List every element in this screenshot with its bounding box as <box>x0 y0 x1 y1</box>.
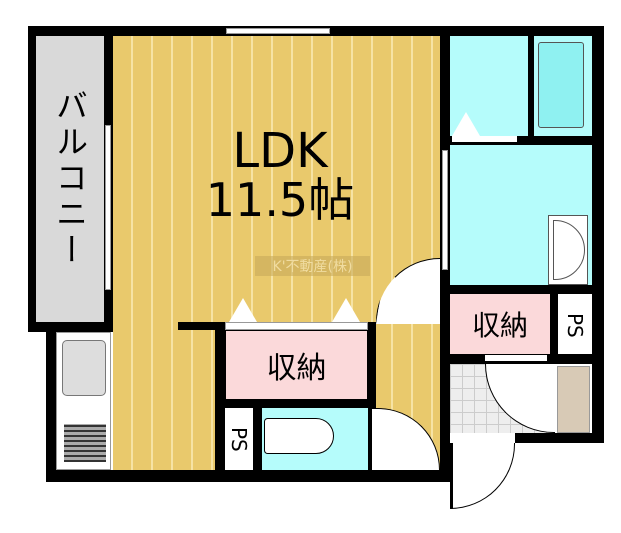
door-arrow-icon <box>452 112 480 136</box>
ps-right: PS <box>558 294 592 356</box>
wall-storage-right <box>368 322 376 472</box>
bathtub-icon <box>538 42 584 128</box>
storage-right-label: 収納 <box>471 309 528 342</box>
wall-storage-top <box>178 322 218 330</box>
ps-center: PS <box>225 408 253 470</box>
kitchen-sink-icon <box>62 340 106 396</box>
ldk-label: LDK 11.5帖 <box>190 110 370 240</box>
ps-right-label: PS <box>563 312 587 338</box>
wall-storage-left <box>215 322 225 472</box>
wall-bath-bottom <box>450 136 592 145</box>
balcony-label: バルコニー <box>51 89 89 269</box>
bath-door <box>452 136 517 142</box>
wall-right <box>592 26 604 441</box>
wall-bath-divider <box>528 36 534 136</box>
wall-ps <box>253 408 262 470</box>
ldk-name: LDK <box>232 122 328 179</box>
window-balcony <box>105 125 111 290</box>
entrance-door <box>450 443 515 509</box>
window-top <box>226 28 330 34</box>
balcony: バルコニー <box>36 36 104 322</box>
wall-kitchen-left <box>46 322 56 482</box>
door-arrow-icon <box>229 298 257 322</box>
storage-center: 収納 <box>225 330 368 400</box>
wall-ps-right <box>550 294 558 364</box>
ldk-size: 11.5帖 <box>205 173 355 228</box>
wall-balcony-left <box>28 26 36 331</box>
storage-doors <box>225 322 368 330</box>
wall-wash-bottom <box>450 285 592 294</box>
storage-center-label: 収納 <box>266 351 327 386</box>
shoe-box <box>557 366 590 433</box>
toilet-icon <box>264 418 334 454</box>
storage-right: 収納 <box>450 294 550 354</box>
ps-center-label: PS <box>227 426 251 452</box>
wall-bottom <box>46 470 446 482</box>
watermark: K'不動産(株) <box>255 256 370 276</box>
wall-genkan-bottom <box>515 433 604 443</box>
wall-balcony-bottom <box>28 322 113 332</box>
stove-icon <box>64 424 106 462</box>
storage-right-door <box>485 355 547 361</box>
washroom-door <box>442 150 448 270</box>
wall-storage-bottom <box>215 400 375 408</box>
door-arrow-icon <box>332 298 360 322</box>
